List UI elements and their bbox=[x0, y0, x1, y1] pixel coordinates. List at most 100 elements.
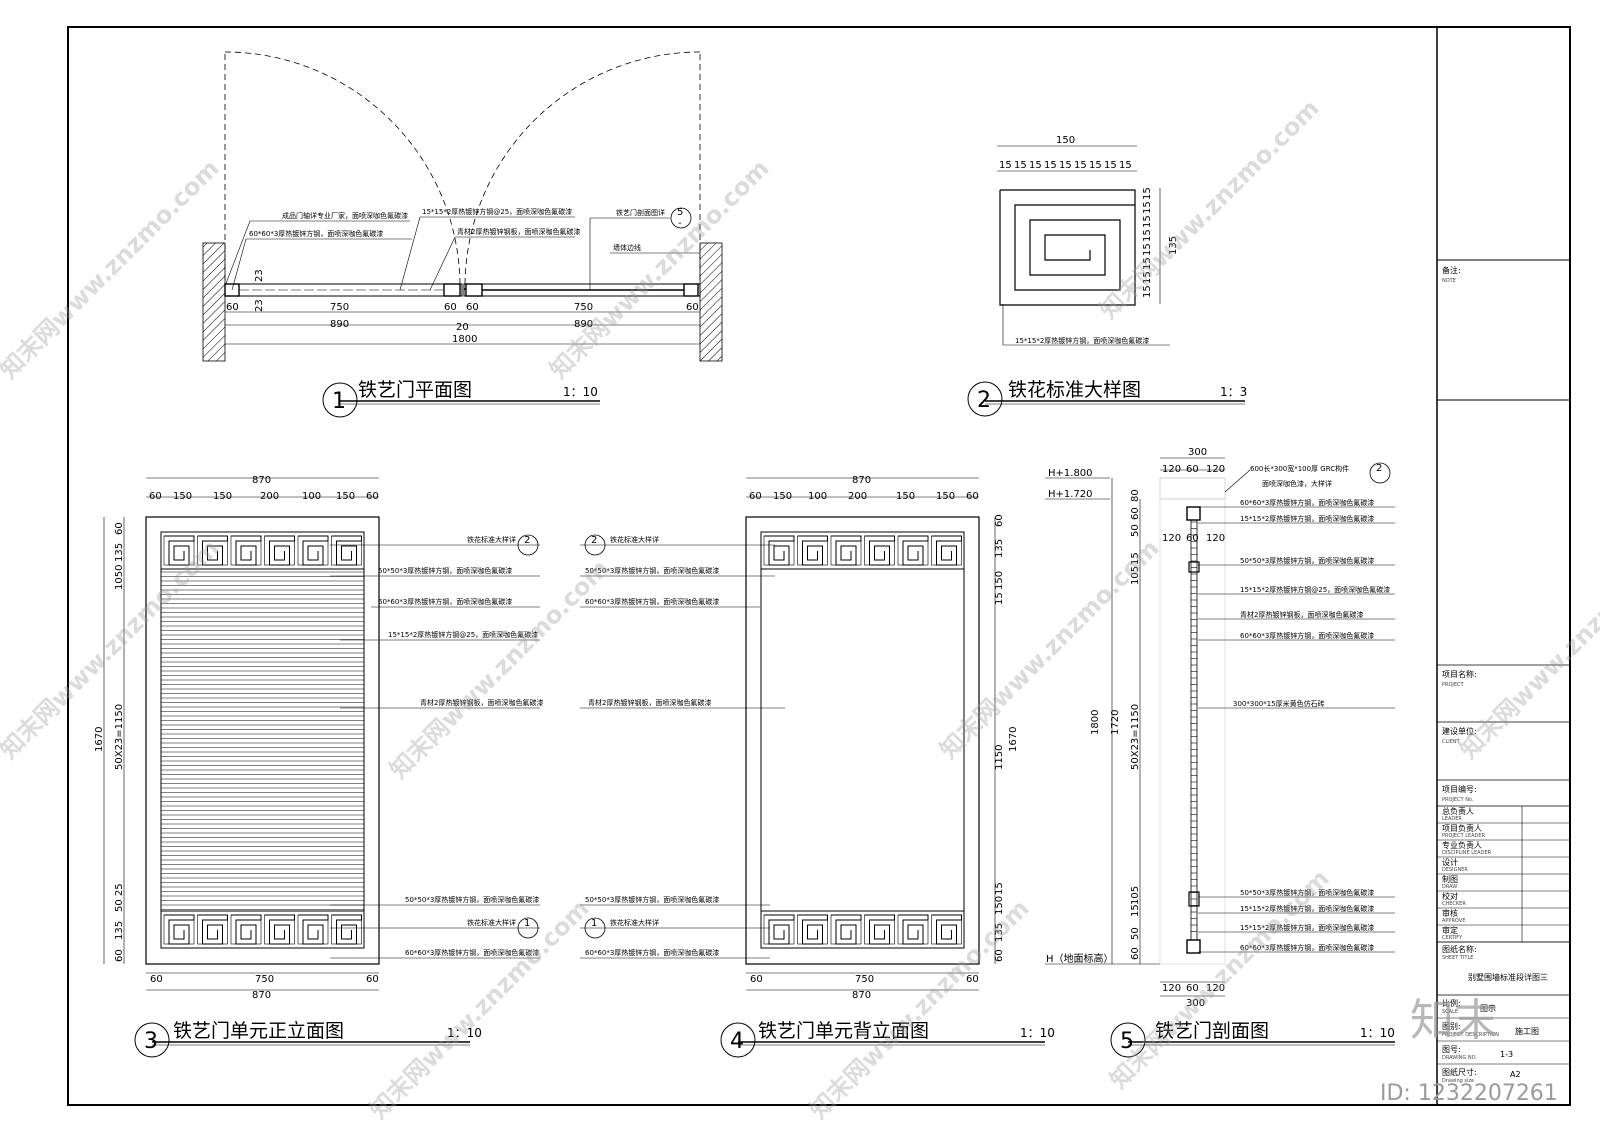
sec-v-7: 15 bbox=[1130, 904, 1141, 917]
front-outer-frame bbox=[145, 516, 380, 965]
note-a-front: 铁花标准大样详 bbox=[467, 535, 516, 544]
watermark-1: 知末网www.znzmo.com bbox=[0, 154, 225, 384]
meander-motif bbox=[764, 535, 795, 566]
sec-bot-sub-2: 120 bbox=[1206, 983, 1225, 994]
back-inner-frame bbox=[760, 531, 965, 949]
back-top-4: 150 bbox=[896, 491, 915, 502]
detail-cell-dim-top: 15 bbox=[1014, 160, 1027, 171]
front-bot-0: 60 bbox=[150, 974, 163, 985]
front-bars bbox=[161, 571, 364, 910]
plan-dim-23a: 23 bbox=[254, 269, 265, 282]
meander-box bbox=[331, 914, 362, 945]
detail-frame bbox=[999, 190, 1136, 306]
front-top-0: 60 bbox=[149, 491, 162, 502]
tb-role-en: DRAW bbox=[1442, 884, 1457, 890]
plan-note-6: 墙体边线 bbox=[613, 243, 641, 252]
meander-box bbox=[264, 535, 295, 566]
tb-role-en: LEADER bbox=[1442, 816, 1462, 822]
watermark-9: 知末网www.znzmo.com bbox=[804, 894, 1034, 1124]
back-top-5: 150 bbox=[936, 491, 955, 502]
plan-dim-60b: 60 bbox=[444, 302, 457, 313]
section-note: 60*60*3厚热镀锌方钢，面喷深咖色氟碳漆 bbox=[1240, 631, 1374, 640]
meander-box bbox=[931, 535, 962, 566]
front-elevation: 870 60 150 150 200 100 150 60 60 750 60 … bbox=[94, 475, 482, 1058]
plan-dim-890b: 890 bbox=[574, 319, 593, 330]
plan-note-5: 铁艺门剖面图详 bbox=[616, 208, 665, 217]
tb-no-val: 1-3 bbox=[1500, 1050, 1513, 1059]
title-block: 备注: NOTE 项目名称: PROJECT 建设单位: CLIENT 项目编号… bbox=[1437, 259, 1570, 1084]
tb-role: 审核 bbox=[1442, 908, 1458, 918]
section-note: 50*50*3厚热镀锌方钢，面喷深咖色氟碳漆 bbox=[1240, 556, 1374, 565]
meander-motif bbox=[231, 914, 262, 945]
meander-motif bbox=[931, 535, 962, 566]
front-left-2: 1050 bbox=[114, 565, 125, 590]
detail-cell-dim-side: 15 bbox=[1142, 243, 1153, 256]
back-bot-0: 60 bbox=[750, 974, 763, 985]
section-note: 15*15*2厚热镀锌方钢，面喷深咖色氟碳漆 bbox=[1240, 514, 1374, 523]
tb-role: 专业负责人 bbox=[1442, 840, 1482, 850]
front-bottom-band bbox=[160, 910, 365, 949]
back-right-6: 15 bbox=[994, 882, 1005, 895]
sec-leader-grc bbox=[1224, 469, 1251, 493]
title-2-scale: 1：3 bbox=[1220, 385, 1247, 399]
watermark-id: ID: 1232207261 bbox=[1380, 1081, 1558, 1106]
watermark-logo: 知末 bbox=[1410, 995, 1498, 1046]
title-1-scale: 1：10 bbox=[563, 385, 598, 399]
note-c-back: 60*60*3厚热镀锌方钢，面喷深咖色氟碳漆 bbox=[585, 597, 719, 606]
ref-2-back-num: 2 bbox=[591, 535, 597, 546]
title-3-scale: 1：10 bbox=[447, 1026, 482, 1040]
meander-motif bbox=[831, 535, 862, 566]
plan-ref-circle bbox=[670, 207, 692, 229]
plan-dim-23b: 23 bbox=[254, 299, 265, 312]
title-3-name: 铁艺门单元正立面图 bbox=[173, 1020, 344, 1042]
plan-dim-60a: 60 bbox=[226, 302, 239, 313]
meander-box bbox=[897, 535, 929, 566]
tb-project-no-en: PROJECT No. bbox=[1442, 797, 1474, 803]
section-notes: 60*60*3厚热镀锌方钢，面喷深咖色氟碳漆 15*15*2厚热镀锌方钢，面喷深咖… bbox=[1198, 498, 1395, 953]
ref-2-front-num: 2 bbox=[524, 535, 530, 546]
meander-motif bbox=[764, 914, 795, 945]
tb-project-no: 项目编号: bbox=[1442, 784, 1477, 794]
sec-v-0: 80 bbox=[1130, 489, 1141, 502]
meander-box bbox=[864, 535, 895, 566]
detail-cell-dim-side: 15 bbox=[1142, 229, 1153, 242]
meander-box bbox=[297, 914, 329, 945]
meander-box bbox=[230, 535, 262, 566]
back-right-1: 135 bbox=[994, 539, 1005, 558]
meander-box bbox=[197, 914, 228, 945]
plan-dim-1800: 1800 bbox=[452, 334, 477, 345]
front-left-6: 60 bbox=[114, 949, 125, 962]
note-e-back: 青材2厚热镀锌钢板，面喷深咖色氟碳漆 bbox=[588, 698, 711, 707]
back-right-0: 60 bbox=[994, 514, 1005, 527]
section-ticks bbox=[1191, 521, 1197, 932]
back-right-5: 1670 bbox=[1008, 727, 1019, 752]
tb-sheet-title-en: SHEET TITLE bbox=[1442, 955, 1473, 961]
back-outer-frame bbox=[745, 516, 980, 965]
note-b2-back: 50*50*3厚热镀锌方钢，面喷深咖色氟碳漆 bbox=[585, 895, 719, 904]
door-leaf-right bbox=[463, 283, 701, 297]
sec-v-6: 105 bbox=[1130, 886, 1141, 905]
watermark-7: 知末网www.znzmo.com bbox=[1454, 534, 1600, 764]
tb-size: 图纸尺寸: bbox=[1442, 1067, 1477, 1077]
note-c-front: 60*60*3厚热镀锌方钢，面喷深咖色氟碳漆 bbox=[378, 597, 512, 606]
front-total-h: 1670 bbox=[94, 727, 105, 752]
ref-1-front-num: 1 bbox=[524, 918, 530, 929]
leader-2 bbox=[231, 238, 247, 291]
tb-desc-en: PROJECT DESCRIPTION bbox=[1442, 1032, 1499, 1038]
tb-client: 建设单位: bbox=[1442, 726, 1477, 736]
detail-note: 15*15*2厚热镀锌方钢，面喷深咖色氟碳漆 bbox=[1015, 336, 1149, 345]
plan-dim-20: 20 bbox=[456, 322, 469, 333]
detail-cell-dim-top: 15 bbox=[1074, 160, 1087, 171]
tb-no: 图号: bbox=[1442, 1045, 1461, 1054]
post-4 bbox=[683, 283, 699, 297]
back-top-3: 200 bbox=[848, 491, 867, 502]
detail-cell-dim-side: 15 bbox=[1142, 285, 1153, 298]
detail-cell-dim-top: 15 bbox=[1044, 160, 1057, 171]
sec-mid-sub-0: 120 bbox=[1162, 533, 1181, 544]
wall-right bbox=[699, 242, 723, 362]
sec-upper-rail bbox=[1188, 561, 1200, 573]
section-note: 15*15*2厚热镀锌方钢，面喷深咖色氟碳漆 bbox=[1240, 923, 1374, 932]
watermark-8: 知末网www.znzmo.com bbox=[364, 894, 594, 1124]
